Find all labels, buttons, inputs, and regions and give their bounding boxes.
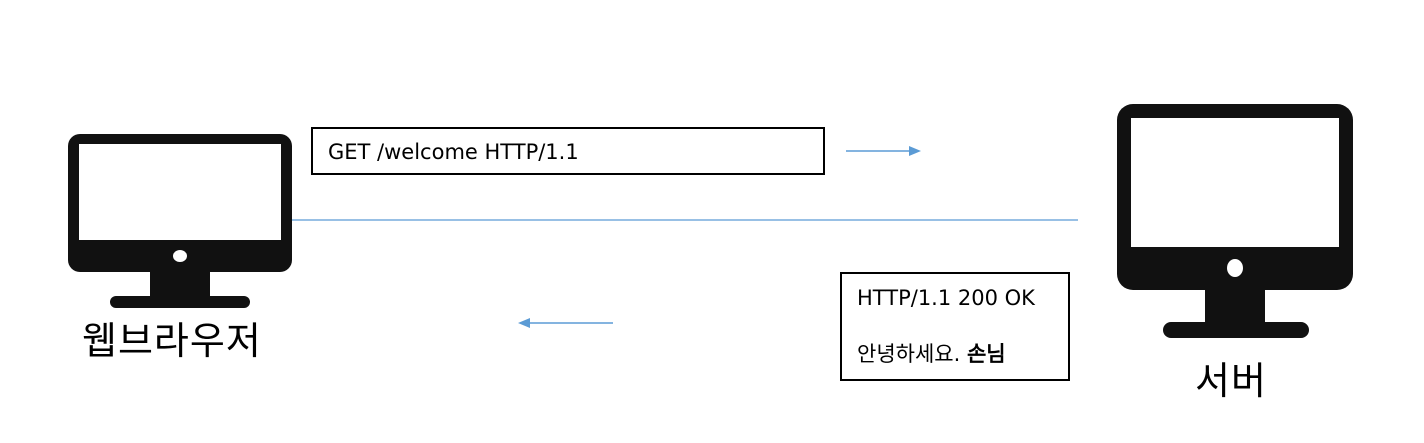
http-request-box: GET /welcome HTTP/1.1 (311, 127, 825, 175)
response-body-name: 손님 (966, 342, 1006, 366)
browser-label: 웹브라우저 (82, 319, 262, 363)
response-arrow (518, 318, 613, 328)
request-arrow (846, 146, 921, 156)
http-response-box: HTTP/1.1 200 OK 안녕하세요. 손님 (840, 272, 1070, 381)
response-body-greeting: 안녕하세요. (857, 342, 967, 366)
response-body: 안녕하세요. 손님 (857, 344, 1006, 365)
server-monitor-icon (1117, 104, 1353, 340)
server-label: 서버 (1195, 359, 1267, 403)
response-status-line: HTTP/1.1 200 OK (857, 286, 1035, 310)
request-line: GET /welcome HTTP/1.1 (328, 140, 579, 164)
browser-monitor-icon (68, 134, 292, 308)
